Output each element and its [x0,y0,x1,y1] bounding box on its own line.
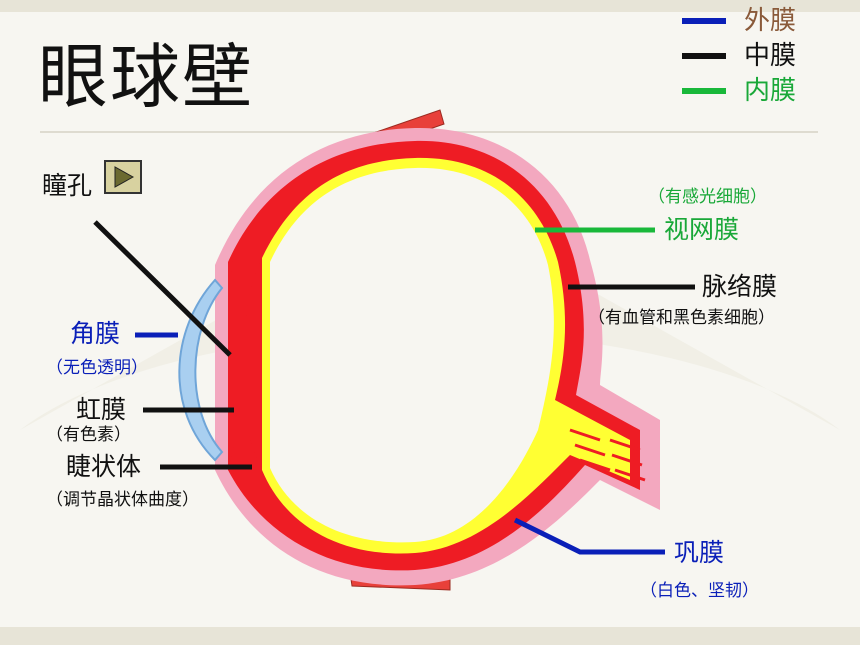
legend-swatch-outer [682,18,726,24]
iris-upper [228,258,262,335]
page-title: 眼球壁 [38,36,254,118]
choroid-note: （有血管和黑色素细胞） [588,308,775,328]
retina-note: （有感光细胞） [648,187,767,207]
legend-label-middle: 中膜 [744,41,797,71]
pupil-pointer [93,220,232,357]
legend-item-outer: 外膜 [682,6,796,36]
pupil-play-button[interactable] [104,160,142,194]
cornea-note: （无色透明） [46,358,148,378]
legend-swatch-inner [682,88,726,94]
iris-label: 虹膜 [76,395,127,424]
vitreous-body [270,167,554,543]
iris-note: （有色素） [46,425,131,445]
choroid-label: 脉络膜 [702,272,778,301]
retina-label: 视网膜 [664,215,740,244]
ciliary-label: 睫状体 [66,452,142,481]
sclera-label: 巩膜 [674,538,725,567]
cornea-label: 角膜 [70,319,121,348]
pupil-label: 瞳孔 [42,171,93,200]
play-icon [104,160,142,194]
ciliary-note: （调节晶状体曲度） [46,490,199,510]
legend-item-middle: 中膜 [682,41,796,71]
legend-label-outer: 外膜 [744,6,797,36]
optic-nerve [569,428,646,482]
bottom-band [0,627,860,645]
legend-label-inner: 内膜 [744,76,797,106]
sclera-pointer [513,517,665,555]
sclera-note: （白色、坚韧） [640,581,759,601]
iris-lower [228,400,262,470]
top-band [0,0,860,12]
legend-item-inner: 内膜 [682,76,796,106]
legend-swatch-middle [682,53,726,59]
